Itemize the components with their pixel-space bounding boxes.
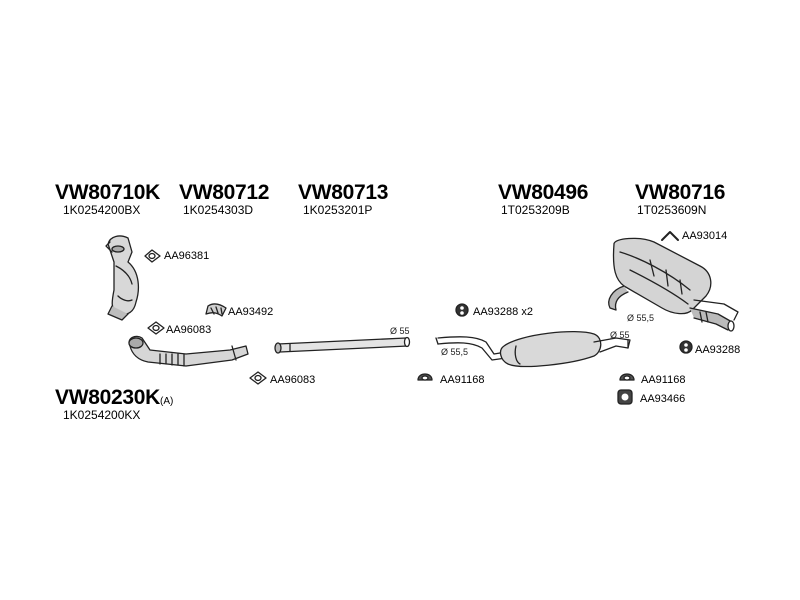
front-pipe-icon bbox=[128, 335, 249, 367]
assembly-code: VW80230K(A) bbox=[55, 386, 174, 409]
catalytic-converter-icon bbox=[105, 235, 140, 321]
diameter-callout: Ø 55 bbox=[390, 326, 410, 336]
mounting-kit-icon bbox=[617, 389, 633, 405]
assembly-code: VW80713 bbox=[298, 181, 389, 204]
diameter-callout: Ø 55,5 bbox=[441, 347, 469, 357]
assembly-part-number: 1K0254200KX bbox=[63, 408, 141, 422]
accessory-label: AA96083 bbox=[166, 324, 212, 336]
accessory-label: AA93288 x2 bbox=[473, 306, 533, 318]
gasket-icon bbox=[249, 371, 267, 385]
diameter-callout: Ø 55,5 bbox=[627, 313, 655, 323]
assembly-code: VW80496 bbox=[498, 181, 589, 204]
accessory-label: AA91168 bbox=[641, 374, 686, 386]
assembly-part-number: 1K0254303D bbox=[183, 203, 254, 217]
intermediate-pipe-icon bbox=[274, 336, 411, 354]
assembly-part-number: 1T0253209B bbox=[501, 203, 570, 217]
rubber-hanger-icon bbox=[417, 373, 433, 381]
accessory-label: AA93492 bbox=[228, 306, 274, 318]
accessory-label: AA93466 bbox=[640, 393, 686, 405]
rubber-hanger-icon bbox=[455, 303, 469, 317]
assembly-part-number: 1K0253201P bbox=[303, 203, 373, 217]
assembly-part-number: 1T0253609N bbox=[637, 203, 707, 217]
assembly-part-number: 1K0254200BX bbox=[63, 203, 141, 217]
hanger-bracket-icon bbox=[661, 231, 679, 241]
assembly-code: VW80712 bbox=[179, 181, 270, 204]
clamp-icon bbox=[205, 303, 227, 317]
accessory-label: AA96083 bbox=[270, 374, 316, 386]
rubber-hanger-icon bbox=[619, 373, 635, 381]
gasket-icon bbox=[144, 249, 161, 263]
rubber-hanger-icon bbox=[679, 340, 693, 354]
middle-silencer-icon bbox=[435, 331, 631, 368]
variant-suffix: (A) bbox=[160, 396, 174, 407]
assembly-code: VW80716 bbox=[635, 181, 726, 204]
accessory-label: AA93288 bbox=[695, 344, 741, 356]
rear-silencer-icon bbox=[608, 237, 739, 332]
accessory-label: AA91168 bbox=[440, 374, 485, 386]
accessory-label: AA96381 bbox=[164, 250, 210, 262]
gasket-icon bbox=[147, 321, 165, 335]
diameter-callout: Ø 55 bbox=[610, 330, 630, 340]
assembly-code: VW80710K bbox=[55, 181, 160, 204]
accessory-label: AA93014 bbox=[682, 230, 728, 242]
